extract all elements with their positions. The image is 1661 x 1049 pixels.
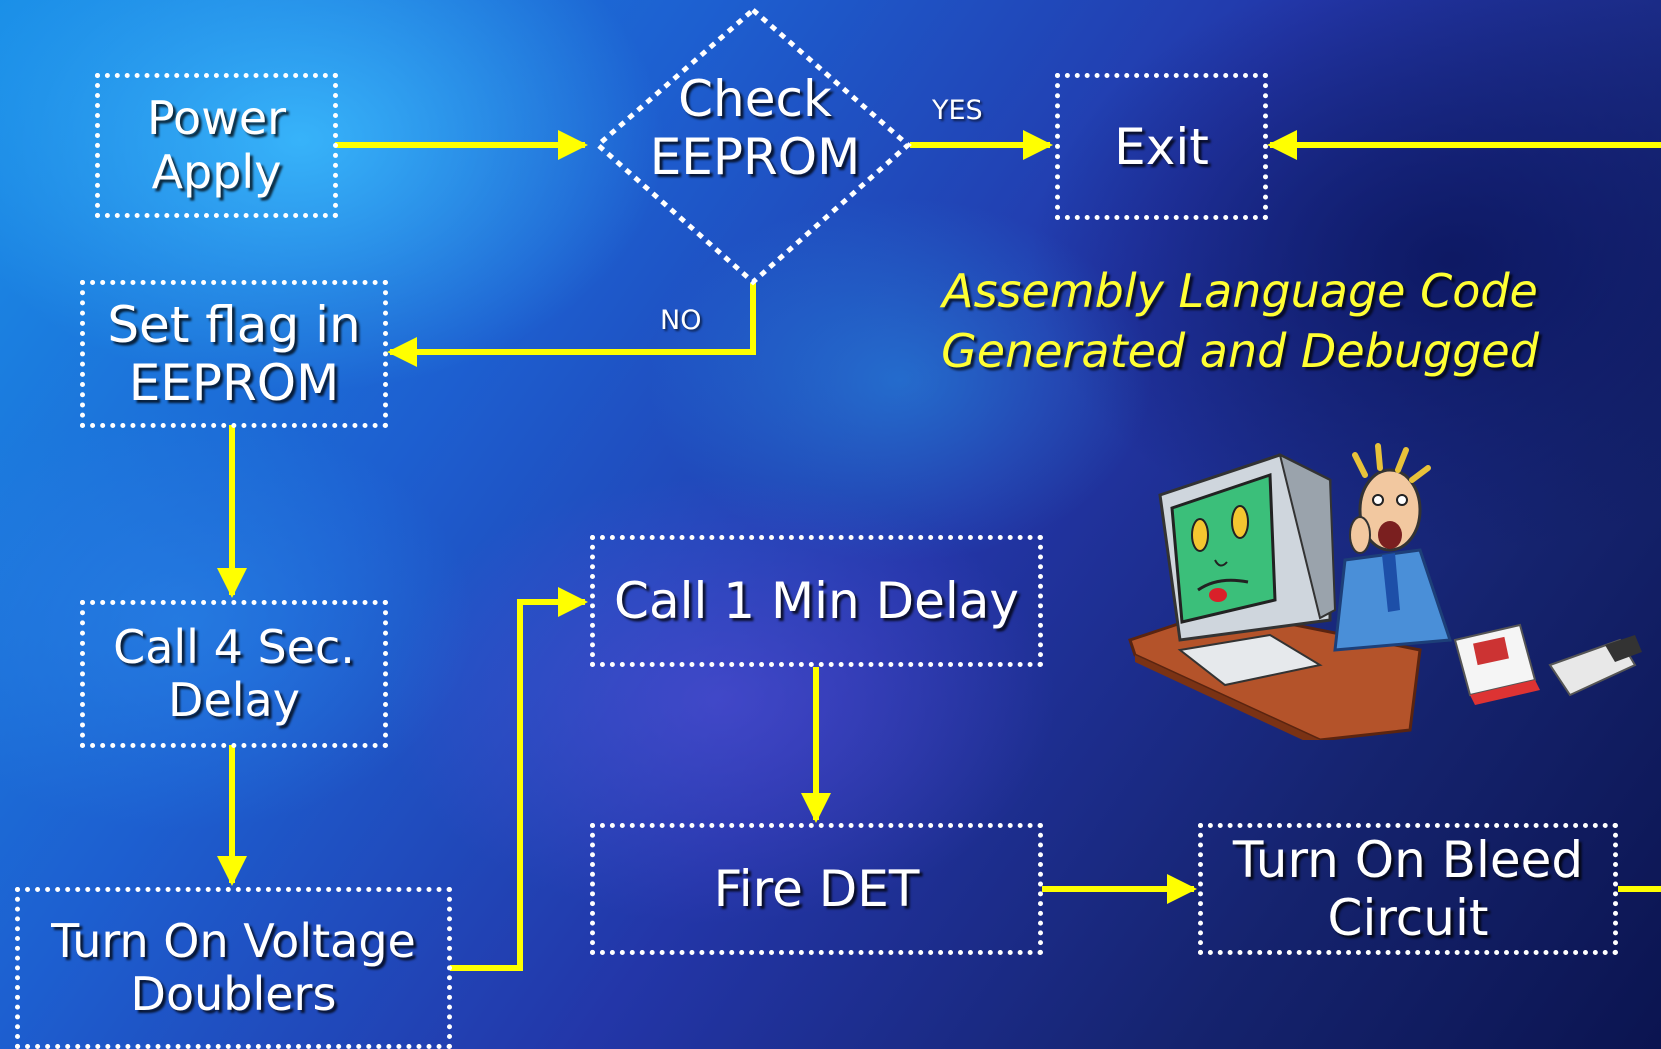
arrow-check-to-setflag: [387, 283, 756, 367]
node-label-line: Call 1 Min Delay: [614, 572, 1019, 630]
node-label-line: Circuit: [1327, 889, 1489, 947]
edge-label-no: NO: [660, 305, 702, 336]
frustrated-user-clipart-icon: [1128, 443, 1642, 740]
node-label-line: Exit: [1114, 117, 1209, 176]
node-call-4-sec-delay: Call 4 Sec. Delay: [80, 600, 388, 748]
node-label-line: Check: [678, 70, 832, 128]
node-label-line: Apply: [151, 144, 282, 199]
node-label-line: Doublers: [130, 967, 337, 1021]
decision-check-eeprom: [594, 6, 912, 286]
node-turn-on-bleed-circuit: Turn On Bleed Circuit: [1198, 823, 1618, 955]
caption: Assembly Language Code Generated and Deb…: [930, 262, 1550, 382]
node-turn-on-voltage-doublers: Turn On Voltage Doublers: [15, 887, 452, 1049]
node-power-apply: Power Apply: [95, 73, 338, 218]
edge-label-yes: YES: [932, 95, 983, 126]
node-label-line: Set flag in: [107, 296, 361, 354]
node-label-line: Delay: [168, 673, 300, 727]
node-label-line: EEPROM: [128, 354, 340, 412]
node-label-line: Call 4 Sec.: [113, 619, 355, 674]
node-label-line: Fire DET: [713, 860, 920, 918]
arrow-voltage-to-call1: [450, 587, 588, 971]
caption-line: Generated and Debugged: [941, 323, 1539, 378]
decision-label: Check EEPROM: [590, 70, 920, 186]
node-exit: Exit: [1055, 73, 1268, 220]
node-call-1-min-delay: Call 1 Min Delay: [590, 535, 1043, 667]
node-label-line: Turn On Voltage: [51, 913, 416, 968]
node-label-line: Turn On Bleed: [1232, 831, 1584, 889]
caption-line: Assembly Language Code: [942, 264, 1538, 318]
node-label-line: Power: [146, 91, 287, 146]
node-set-flag: Set flag in EEPROM: [80, 280, 388, 428]
node-fire-det: Fire DET: [590, 823, 1043, 955]
node-label-line: EEPROM: [649, 128, 861, 186]
